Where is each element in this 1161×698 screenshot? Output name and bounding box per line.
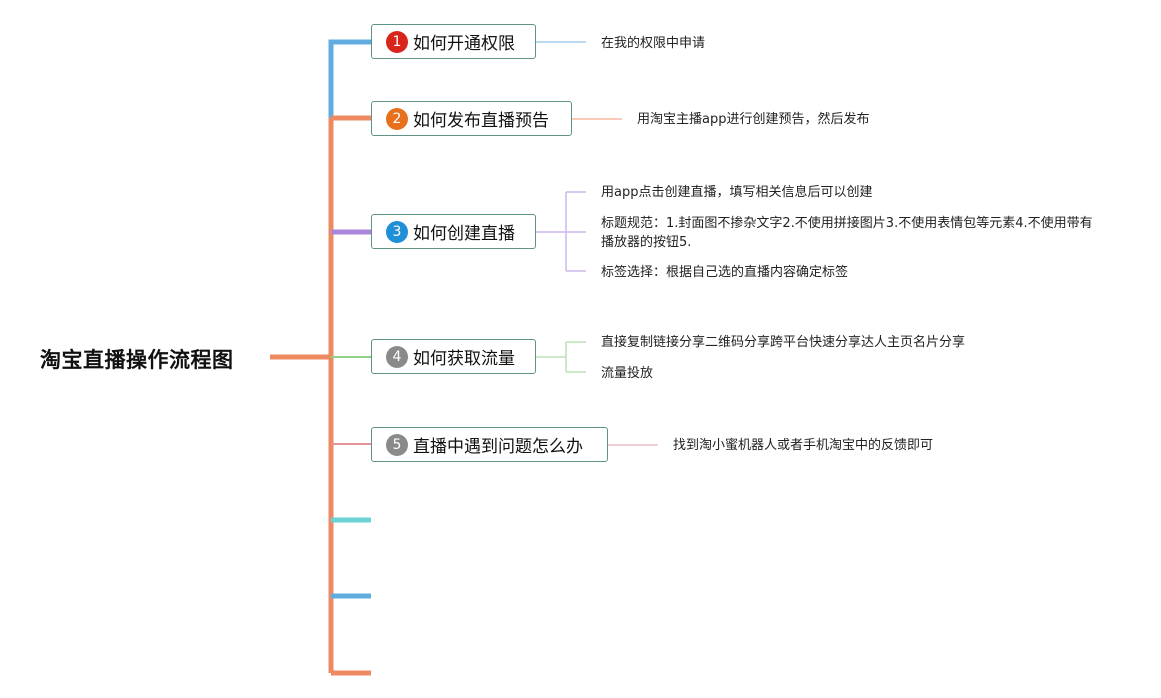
topic-2[interactable]: 2 如何发布直播预告 <box>371 101 572 136</box>
root-topic[interactable]: 淘宝直播操作流程图 <box>40 348 234 372</box>
topic-4[interactable]: 4 如何获取流量 <box>371 339 536 374</box>
topic-4-label: 如何获取流量 <box>413 349 515 369</box>
badge-4-icon: 4 <box>386 345 408 368</box>
topic-3[interactable]: 3 如何创建直播 <box>371 214 536 249</box>
note-connector-3 <box>536 191 586 272</box>
topic-3-label: 如何创建直播 <box>413 224 515 244</box>
badge-1-icon: 1 <box>386 30 408 53</box>
topic-1-note-1[interactable]: 在我的权限中申请 <box>601 36 706 51</box>
badge-3-icon: 3 <box>386 220 408 243</box>
topic-5[interactable]: 5 直播中遇到问题怎么办 <box>371 427 608 462</box>
topic-3-note-2[interactable]: 标题规范：1.封面图不掺杂文字2.不使用拼接图片3.不使用表情包等元素4.不使用… <box>601 216 1093 250</box>
topic-1[interactable]: 1 如何开通权限 <box>371 24 536 59</box>
badge-5-icon: 5 <box>386 433 408 456</box>
topic-3-note-3[interactable]: 标签选择：根据自己选的直播内容确定标签 <box>601 265 849 280</box>
topic-5-note-1[interactable]: 找到淘小蜜机器人或者手机淘宝中的反馈即可 <box>673 438 934 453</box>
badge-2-icon: 2 <box>386 107 408 130</box>
topic-2-label: 如何发布直播预告 <box>413 111 549 131</box>
topic-4-note-1[interactable]: 直接复制链接分享二维码分享跨平台快速分享达人主页名片分享 <box>601 335 966 350</box>
topic-4-note-2[interactable]: 流量投放 <box>601 366 654 381</box>
branch-1-connector <box>328 39 371 118</box>
topic-5-label: 直播中遇到问题怎么办 <box>413 437 583 457</box>
topic-1-label: 如何开通权限 <box>413 34 515 54</box>
topic-2-note-1[interactable]: 用淘宝主播app进行创建预告，然后发布 <box>637 112 870 127</box>
note-connector-4 <box>536 341 586 373</box>
topic-3-note-1[interactable]: 用app点击创建直播，填写相关信息后可以创建 <box>601 185 873 200</box>
